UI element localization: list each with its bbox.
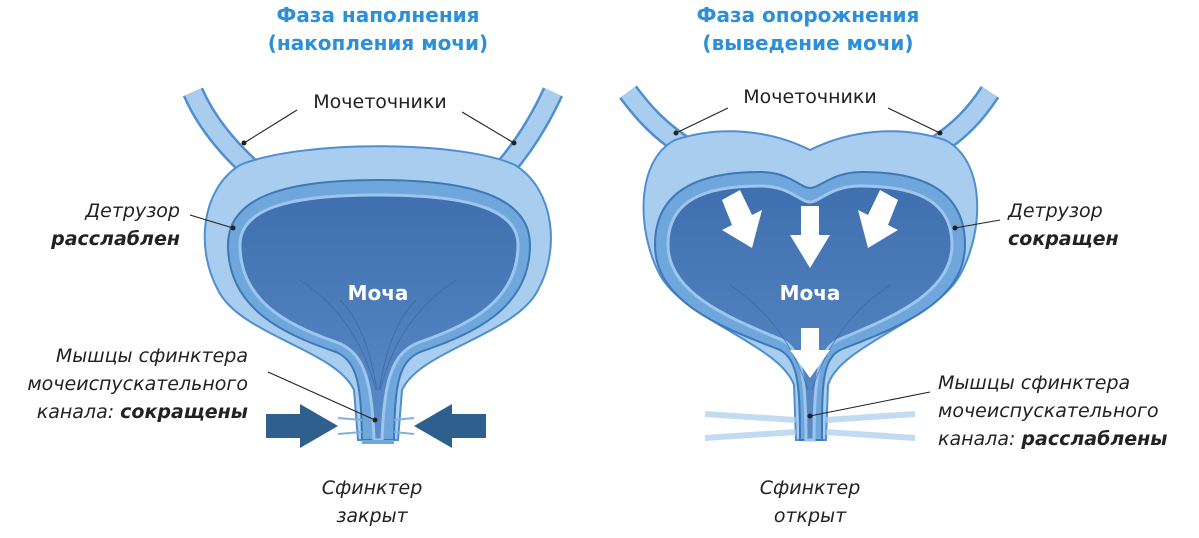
left-detrusor-label: Детрузор (84, 200, 180, 222)
right-urine-label: Моча (780, 281, 841, 305)
left-lumen (238, 193, 520, 442)
right-bladder (619, 85, 1000, 442)
left-bottom-line1: Сфинктер (322, 477, 423, 499)
right-sphincter-state: расслаблены (1020, 428, 1167, 450)
left-detrusor-state: расслаблен (50, 228, 180, 250)
right-bottom-line2: открыт (774, 505, 847, 527)
left-bottom-line2: закрыт (336, 505, 408, 527)
arrow-down-left-icon (722, 190, 762, 248)
right-sphincter-line3: канала: расслаблены (938, 428, 1167, 450)
right-title-line2: (выведение мочи) (702, 31, 913, 55)
sphincter-arrow-left-pointing (414, 404, 486, 448)
left-title-line1: Фаза наполнения (277, 3, 480, 27)
right-sphincter-line2: мочеиспускательного (938, 400, 1159, 422)
right-ureters-label: Мочеточники (743, 86, 876, 108)
right-sphincter-line1: Мышцы сфинктера (938, 372, 1130, 394)
left-sphincter-state: сокращены (120, 401, 248, 423)
left-bladder (182, 87, 563, 448)
right-title-line1: Фаза опорожнения (697, 3, 920, 27)
right-detrusor-label: Детрузор (1007, 200, 1103, 222)
urine-flow-arrows (722, 190, 898, 378)
arrow-down-right-icon (858, 190, 898, 248)
left-ureters-label: Мочеточники (313, 91, 446, 113)
left-urine-label: Моча (348, 281, 409, 305)
right-bottom-line1: Сфинктер (760, 477, 861, 499)
pointer-lines (189, 107, 1001, 423)
left-sphincter-line2: мочеиспускательного (27, 373, 248, 395)
right-detrusor-state: сокращен (1008, 228, 1119, 250)
left-sphincter-line3: канала: сокращены (37, 401, 248, 423)
left-sphincter-line1: Мышцы сфинктера (56, 345, 248, 367)
left-title-line2: (накопления мочи) (268, 31, 488, 55)
arrow-down-outlet-icon (790, 328, 830, 378)
sphincter-arrow-right-pointing (266, 404, 338, 448)
arrow-down-icon (790, 206, 830, 268)
